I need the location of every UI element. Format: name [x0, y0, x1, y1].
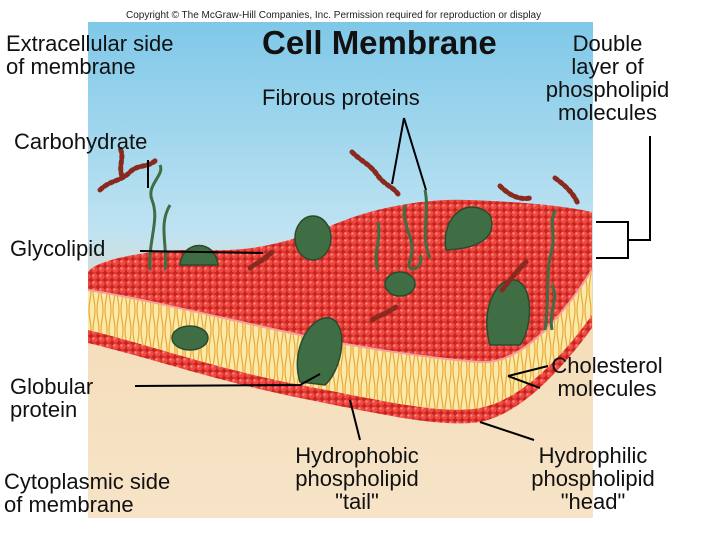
label-extracellular: Extracellular side of membrane	[6, 32, 174, 78]
label-double-layer: Double layer of phospholipid molecules	[520, 32, 695, 124]
label-cholesterol: Cholesterol molecules	[532, 354, 682, 400]
label-cytoplasmic: Cytoplasmic side of membrane	[4, 470, 170, 516]
label-glycolipid: Glycolipid	[10, 237, 105, 260]
copyright-notice: Copyright © The McGraw-Hill Companies, I…	[126, 10, 541, 21]
diagram-title: Cell Membrane	[262, 24, 497, 62]
label-carbohydrate: Carbohydrate	[14, 130, 147, 153]
label-fibrous-proteins: Fibrous proteins	[262, 86, 420, 109]
label-hydrophobic-tail: Hydrophobic phospholipid "tail"	[272, 444, 442, 513]
label-globular-protein: Globular protein	[10, 375, 93, 421]
label-hydrophilic-head: Hydrophilic phospholipid "head"	[508, 444, 678, 513]
